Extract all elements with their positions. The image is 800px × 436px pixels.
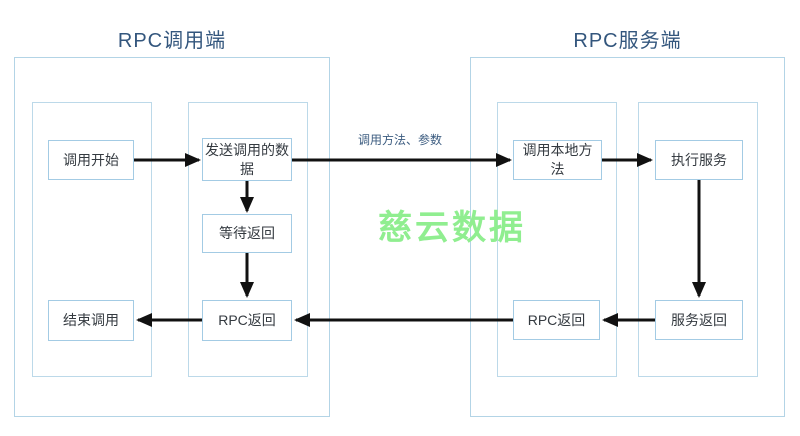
node-end-call: 结束调用 (48, 300, 134, 341)
node-send-call-data: 发送调用的数据 (202, 138, 292, 181)
left-panel-title: RPC调用端 (117, 30, 227, 52)
node-call-start: 调用开始 (48, 140, 134, 180)
watermark-text: 慈云数据 (378, 209, 526, 247)
node-rpc-return-server: RPC返回 (513, 300, 600, 340)
arrow-label-call-method-params: 调用方法、参数 (357, 133, 442, 147)
right-panel-title: RPC服务端 (573, 30, 682, 52)
node-service-return: 服务返回 (655, 300, 743, 340)
node-call-local-method: 调用本地方法 (513, 140, 602, 180)
node-wait-return: 等待返回 (202, 214, 292, 253)
node-execute-service: 执行服务 (655, 140, 743, 180)
node-rpc-return-client: RPC返回 (202, 300, 292, 341)
